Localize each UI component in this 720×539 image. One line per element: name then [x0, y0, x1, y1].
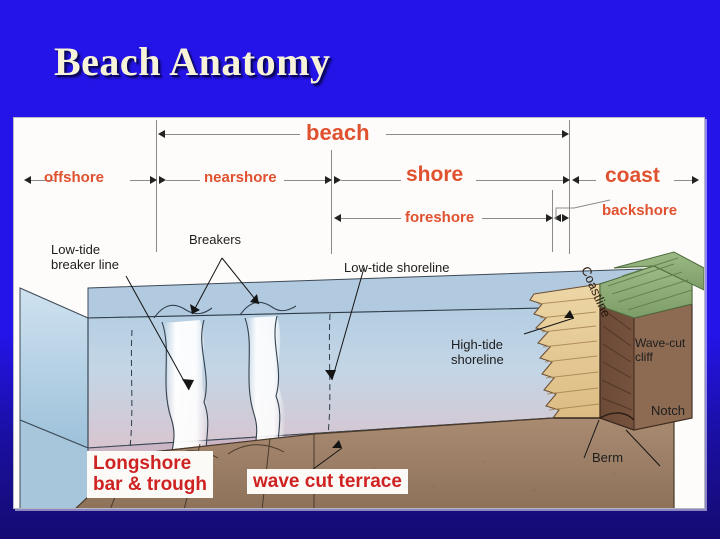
arrow-foreshore-left [334, 214, 341, 222]
page-title: Beach Anatomy [54, 39, 331, 84]
rule-beach-left [160, 134, 300, 135]
callout-low-tide-shoreline: Low-tide shoreline [344, 260, 450, 275]
zone-label-beach: beach [306, 120, 370, 145]
backshore-leader [555, 199, 611, 220]
callout-low-tide-breaker-line: Low-tide breaker line [51, 242, 119, 272]
rule-shore-right [476, 180, 567, 181]
arrow-coast-right [692, 176, 699, 184]
callout-high-tide-shoreline: High-tide shoreline [451, 337, 504, 367]
callout-low-tide-breaker-line-line1: Low-tide [51, 242, 101, 257]
callout-breakers: Breakers [189, 232, 242, 247]
rule-offshore [30, 180, 54, 181]
highlight-wave-cut-terrace: wave cut terrace [247, 469, 408, 495]
rule-nearshore-right [284, 180, 331, 181]
arrow-backshore-right [562, 214, 569, 222]
rule-beach-right [386, 134, 567, 135]
rule-shore-left [341, 180, 401, 181]
rule-nearshore-left [166, 180, 200, 181]
zone-label-nearshore: nearshore [204, 169, 277, 186]
arrow-shore-right [563, 176, 570, 184]
callout-high-tide-shoreline-line2: shoreline [451, 352, 504, 367]
arrow-beach-left [158, 130, 165, 138]
arrow-nearshore-right [325, 176, 332, 184]
divider-coast-start [569, 120, 570, 254]
callout-high-tide-shoreline-line1: High-tide [451, 337, 504, 352]
zone-label-foreshore: foreshore [405, 209, 475, 226]
callout-berm: Berm [592, 450, 624, 465]
beach-block-diagram [19, 251, 704, 508]
callout-wave-cut-cliff-line2: cliff [635, 350, 653, 364]
rule-offshore2 [130, 180, 156, 181]
callout-low-tide-breaker-line-line2: breaker line [51, 257, 119, 272]
highlight-longshore-line1: Longshore [93, 453, 192, 474]
highlight-wave-cut-terrace-line1: wave cut terrace [253, 471, 402, 492]
rule-coast-left [576, 180, 596, 181]
zone-label-coast: coast [605, 164, 660, 187]
rule-foreshore-right [482, 218, 550, 219]
zone-label-shore: shore [406, 163, 464, 186]
arrow-backshore-left [554, 214, 561, 222]
highlight-longshore-bar-and-trough: Longshore bar & trough [87, 451, 213, 498]
callout-wave-cut-cliff: Wave-cut cliff [635, 336, 685, 364]
rule-foreshore-left [339, 218, 401, 219]
divider-nearshore-start [156, 120, 157, 252]
arrow-foreshore-right [546, 214, 553, 222]
divider-shore-start [331, 150, 332, 254]
callout-notch: Notch [651, 403, 685, 418]
arrow-shore-left [334, 176, 341, 184]
figure-panel: offshore nearshore beach shore foreshore… [13, 117, 705, 509]
highlight-longshore-line2: bar & trough [93, 474, 207, 496]
arrow-beach-right [562, 130, 569, 138]
zone-label-backshore: backshore [602, 202, 678, 219]
rule-coast-right [674, 180, 696, 181]
arrow-coast-left [572, 176, 579, 184]
zone-label-offshore: offshore [44, 169, 104, 186]
arrow-nearshore-left [159, 176, 166, 184]
arrow-offshore-right [150, 176, 157, 184]
callout-wave-cut-cliff-line1: Wave-cut [635, 336, 686, 350]
arrow-offshore-left [24, 176, 31, 184]
